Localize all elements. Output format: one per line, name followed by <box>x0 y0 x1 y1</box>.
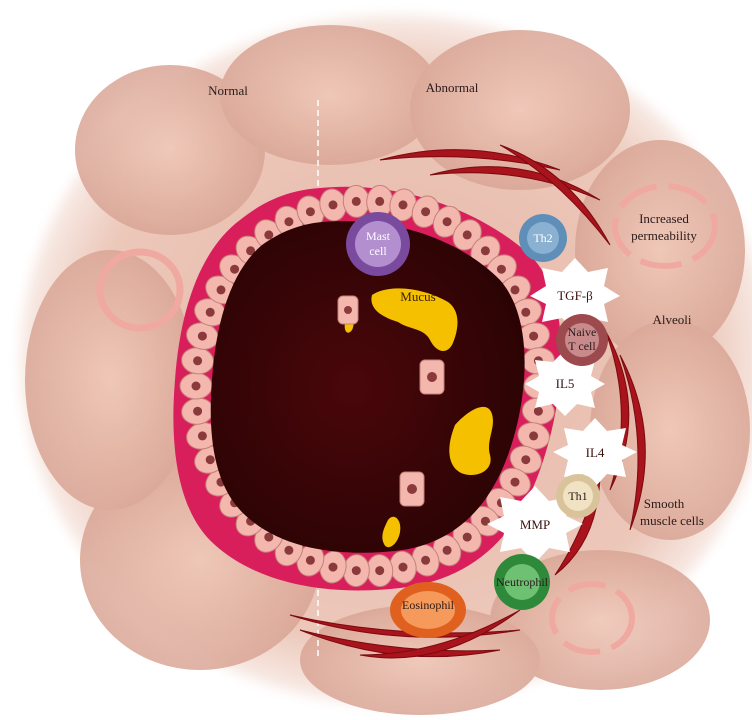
epithelial-cell-nucleus <box>511 478 520 487</box>
label-eosinophil: Eosinophil <box>402 598 454 613</box>
epithelial-cell-nucleus <box>230 265 239 274</box>
label-mucus: Mucus <box>400 289 435 304</box>
epithelial-cell-nucleus <box>521 455 530 464</box>
label-neutrophil: Neutrophil <box>496 575 548 590</box>
epithelial-cell-nucleus <box>529 332 538 341</box>
epithelial-cell-nucleus <box>329 200 338 209</box>
label-abnormal: Abnormal <box>426 80 479 95</box>
epithelial-cell-nucleus <box>217 285 226 294</box>
epithelial-cell-nucleus <box>329 563 338 572</box>
epithelial-cell-nucleus <box>463 533 472 542</box>
epithelial-cell-nucleus <box>193 356 202 365</box>
epithelial-cell-nucleus <box>198 431 207 440</box>
epithelial-cell-nucleus <box>399 200 408 209</box>
epithelial-cell-nucleus <box>443 546 452 555</box>
label-increased-permeability-1: Increased <box>639 211 689 226</box>
epithelial-cell-nucleus <box>463 230 472 239</box>
label-alveoli: Alveoli <box>653 312 692 327</box>
label-il4: IL4 <box>586 445 605 460</box>
label-th1: Th1 <box>568 489 587 504</box>
epithelial-cell-nucleus <box>421 207 430 216</box>
label-th2: Th2 <box>533 231 552 246</box>
epithelial-cell-nucleus <box>264 230 273 239</box>
epithelial-cell-nucleus <box>284 546 293 555</box>
label-mast-cell-2: cell <box>369 244 386 259</box>
label-mast-cell-1: Mast <box>366 229 390 244</box>
epithelial-cell-nucleus <box>534 407 543 416</box>
epithelial-cell-nucleus <box>306 207 315 216</box>
epithelial-cell-nucleus <box>192 382 201 391</box>
epithelial-cell-nucleus <box>399 563 408 572</box>
epithelial-cell-nucleus <box>206 308 215 317</box>
epithelial-cell-nucleus <box>481 246 490 255</box>
label-naive-t-cell-2: T cell <box>568 339 595 354</box>
epithelial-cell-nucleus <box>306 556 315 565</box>
epithelial-cell-nucleus <box>511 285 520 294</box>
label-mmp: MMP <box>520 517 550 532</box>
epithelial-cell-nucleus <box>284 217 293 226</box>
label-normal: Normal <box>208 83 248 98</box>
epithelial-cell-nucleus <box>443 217 452 226</box>
label-increased-permeability-2: permeability <box>631 228 697 243</box>
epithelial-cell-nucleus <box>352 566 361 575</box>
epithelial-cell-nucleus <box>521 308 530 317</box>
label-smooth-muscle-2: muscle cells <box>640 513 704 528</box>
epithelial-cell-nucleus <box>206 455 215 464</box>
epithelial-cell-nucleus <box>497 265 506 274</box>
epithelial-cell-nucleus <box>375 197 384 206</box>
epithelial-cell-nucleus <box>375 566 384 575</box>
label-tgf-beta: TGF-β <box>557 288 593 303</box>
epithelial-cell-nucleus <box>421 556 430 565</box>
epithelial-cell-nucleus <box>198 332 207 341</box>
label-il5: IL5 <box>556 376 575 391</box>
epithelial-cell-nucleus <box>193 407 202 416</box>
epithelial-cell-nucleus <box>529 431 538 440</box>
label-smooth-muscle-1: Smooth <box>644 496 684 511</box>
label-naive-t-cell-1: Naive <box>568 325 597 340</box>
epithelial-cell-nucleus <box>352 197 361 206</box>
